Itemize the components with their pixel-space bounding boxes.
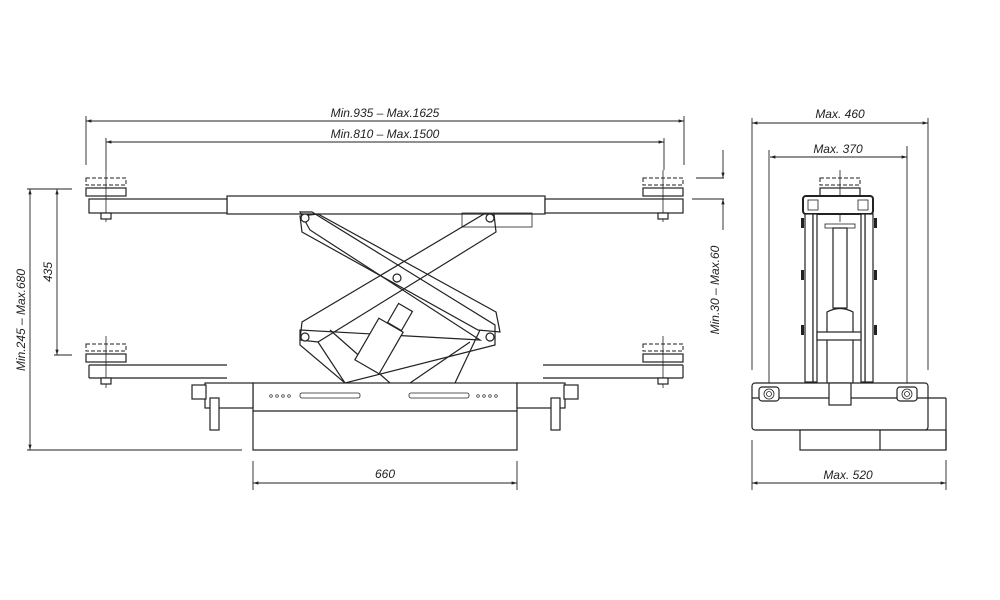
stroke-label: 435 xyxy=(41,262,55,282)
dimension-outer-width: Max. 460 xyxy=(751,107,929,370)
inner-width-front-label: Max. 370 xyxy=(813,142,863,156)
scissor-mechanism xyxy=(298,211,501,384)
height-range-label: Min.245 – Max.680 xyxy=(14,269,28,371)
dimension-overall-width: Min.935 – Max.1625 xyxy=(85,106,685,165)
overall-width-label: Min.935 – Max.1625 xyxy=(331,106,440,120)
adapter-height-label: Min.30 – Max.60 xyxy=(708,245,722,334)
base-length-label: 660 xyxy=(375,467,395,481)
front-view: Max. 460 Max. 370 Min.30 – Max.60 Max. 5… xyxy=(692,107,947,490)
dimension-base-length: 660 xyxy=(252,461,518,490)
inner-width-label: Min.810 – Max.1500 xyxy=(331,127,440,141)
base-width-label: Max. 520 xyxy=(823,468,873,482)
base-frame xyxy=(191,382,579,451)
support-pads-top xyxy=(85,170,684,222)
outer-width-label: Max. 460 xyxy=(815,107,865,121)
lower-arms xyxy=(85,336,684,388)
side-view: Min.935 – Max.1625 Min.810 – Max.1500 Mi… xyxy=(14,106,685,490)
dimension-adapter-height: Min.30 – Max.60 xyxy=(692,150,725,334)
dimension-stroke: 435 xyxy=(41,189,72,356)
upper-platform xyxy=(88,195,684,228)
dimension-inner-width-front: Max. 370 xyxy=(768,142,908,390)
dimension-inner-width: Min.810 – Max.1500 xyxy=(105,127,665,170)
front-base xyxy=(751,382,947,451)
dimension-base-width: Max. 520 xyxy=(751,440,947,490)
front-column xyxy=(801,170,877,383)
dimension-height-range: Min.245 – Max.680 xyxy=(14,188,242,451)
